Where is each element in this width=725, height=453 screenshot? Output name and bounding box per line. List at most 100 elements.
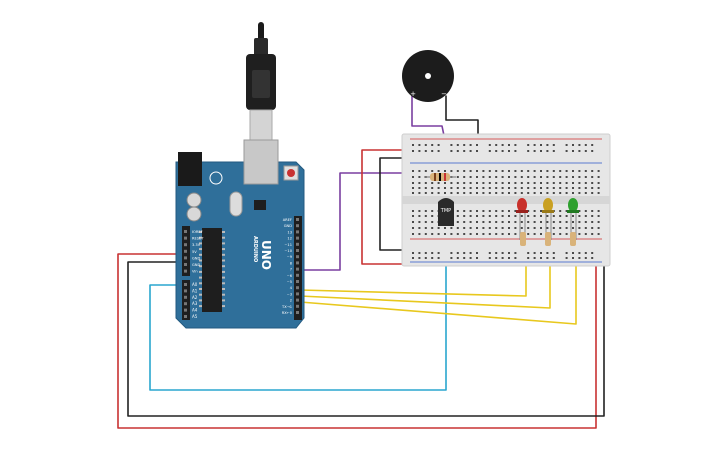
breadboard-hole[interactable] xyxy=(533,210,536,212)
breadboard-hole[interactable] xyxy=(418,182,421,184)
breadboard-hole[interactable] xyxy=(482,210,485,212)
rail-hole[interactable] xyxy=(578,150,581,152)
rail-hole[interactable] xyxy=(463,144,466,146)
breadboard-hole[interactable] xyxy=(495,182,498,184)
breadboard-hole[interactable] xyxy=(463,215,466,217)
rail-hole[interactable] xyxy=(412,252,414,254)
rail-hole[interactable] xyxy=(508,252,510,254)
rail-hole[interactable] xyxy=(412,144,414,146)
breadboard-hole[interactable] xyxy=(463,210,466,212)
breadboard-hole[interactable] xyxy=(578,182,581,184)
breadboard-hole[interactable] xyxy=(552,215,555,217)
breadboard-hole[interactable] xyxy=(546,221,549,223)
rail-hole[interactable] xyxy=(418,144,421,146)
breadboard-hole[interactable] xyxy=(501,176,504,178)
rail-hole[interactable] xyxy=(488,252,491,254)
rail-hole[interactable] xyxy=(508,150,510,152)
rail-hole[interactable] xyxy=(463,257,466,259)
breadboard-hole[interactable] xyxy=(431,221,434,223)
breadboard-hole[interactable] xyxy=(482,176,485,178)
breadboard-hole[interactable] xyxy=(488,233,491,235)
rail-hole[interactable] xyxy=(495,144,498,146)
breadboard-hole[interactable] xyxy=(418,192,421,194)
breadboard-hole[interactable] xyxy=(412,192,414,194)
breadboard-hole[interactable] xyxy=(546,182,549,184)
breadboard-hole[interactable] xyxy=(488,182,491,184)
rail-hole[interactable] xyxy=(450,252,453,254)
wire-pin7-purple[interactable] xyxy=(299,172,429,271)
power-pin[interactable] xyxy=(184,256,187,260)
breadboard-hole[interactable] xyxy=(508,192,510,194)
breadboard-hole[interactable] xyxy=(450,192,453,194)
breadboard-hole[interactable] xyxy=(501,192,504,194)
breadboard-hole[interactable] xyxy=(488,170,491,172)
breadboard[interactable] xyxy=(401,133,611,267)
rail-hole[interactable] xyxy=(476,144,478,146)
rail-hole[interactable] xyxy=(552,252,555,254)
breadboard-hole[interactable] xyxy=(495,227,498,229)
breadboard-hole[interactable] xyxy=(514,215,517,217)
rail-hole[interactable] xyxy=(437,144,440,146)
breadboard-hole[interactable] xyxy=(418,187,421,189)
digital-pin[interactable] xyxy=(296,267,299,271)
breadboard-hole[interactable] xyxy=(501,215,504,217)
rail-hole[interactable] xyxy=(527,252,530,254)
rail-hole[interactable] xyxy=(540,252,542,254)
breadboard-hole[interactable] xyxy=(501,170,504,172)
breadboard-hole[interactable] xyxy=(578,215,581,217)
rail-hole[interactable] xyxy=(469,257,472,259)
wire-a0-cyan[interactable] xyxy=(149,241,447,391)
breadboard-hole[interactable] xyxy=(476,192,478,194)
wire-led-green-yellow[interactable] xyxy=(299,239,577,325)
breadboard-hole[interactable] xyxy=(463,233,466,235)
rail-hole[interactable] xyxy=(412,150,414,152)
breadboard-hole[interactable] xyxy=(412,187,414,189)
breadboard-hole[interactable] xyxy=(418,210,421,212)
rail-hole[interactable] xyxy=(591,257,594,259)
digital-pin[interactable] xyxy=(296,304,299,308)
breadboard-hole[interactable] xyxy=(527,187,530,189)
rail-hole[interactable] xyxy=(591,150,594,152)
breadboard-hole[interactable] xyxy=(514,170,517,172)
breadboard-hole[interactable] xyxy=(565,233,568,235)
breadboard-hole[interactable] xyxy=(520,176,523,178)
rail-hole[interactable] xyxy=(540,144,542,146)
breadboard-hole[interactable] xyxy=(559,210,562,212)
rail-hole[interactable] xyxy=(572,150,574,152)
breadboard-hole[interactable] xyxy=(431,192,434,194)
digital-pin[interactable] xyxy=(296,280,299,283)
breadboard-hole[interactable] xyxy=(572,182,574,184)
rail-hole[interactable] xyxy=(450,150,453,152)
breadboard-hole[interactable] xyxy=(508,176,510,178)
rail-hole[interactable] xyxy=(437,150,440,152)
rail-hole[interactable] xyxy=(514,150,517,152)
breadboard-hole[interactable] xyxy=(469,233,472,235)
rail-hole[interactable] xyxy=(431,144,434,146)
breadboard-hole[interactable] xyxy=(578,221,581,223)
analog-pin[interactable] xyxy=(184,315,187,318)
breadboard-hole[interactable] xyxy=(559,187,562,189)
digital-pin[interactable] xyxy=(296,242,299,246)
breadboard-hole[interactable] xyxy=(578,210,581,212)
breadboard-hole[interactable] xyxy=(463,187,466,189)
breadboard-hole[interactable] xyxy=(412,215,414,217)
digital-pin[interactable] xyxy=(296,261,299,265)
rail-hole[interactable] xyxy=(565,144,568,146)
breadboard-hole[interactable] xyxy=(578,176,581,178)
breadboard-hole[interactable] xyxy=(482,182,485,184)
breadboard-hole[interactable] xyxy=(418,215,421,217)
breadboard-hole[interactable] xyxy=(533,170,536,172)
breadboard-hole[interactable] xyxy=(508,187,510,189)
digital-pin[interactable] xyxy=(296,292,299,296)
rail-hole[interactable] xyxy=(476,257,478,259)
breadboard-hole[interactable] xyxy=(584,215,587,217)
breadboard-hole[interactable] xyxy=(546,187,549,189)
resistor[interactable] xyxy=(424,173,456,181)
breadboard-hole[interactable] xyxy=(456,176,459,178)
breadboard-hole[interactable] xyxy=(424,187,427,189)
breadboard-hole[interactable] xyxy=(578,233,581,235)
breadboard-hole[interactable] xyxy=(591,221,594,223)
rail-hole[interactable] xyxy=(514,252,517,254)
breadboard-hole[interactable] xyxy=(431,215,434,217)
rail-hole[interactable] xyxy=(456,150,459,152)
